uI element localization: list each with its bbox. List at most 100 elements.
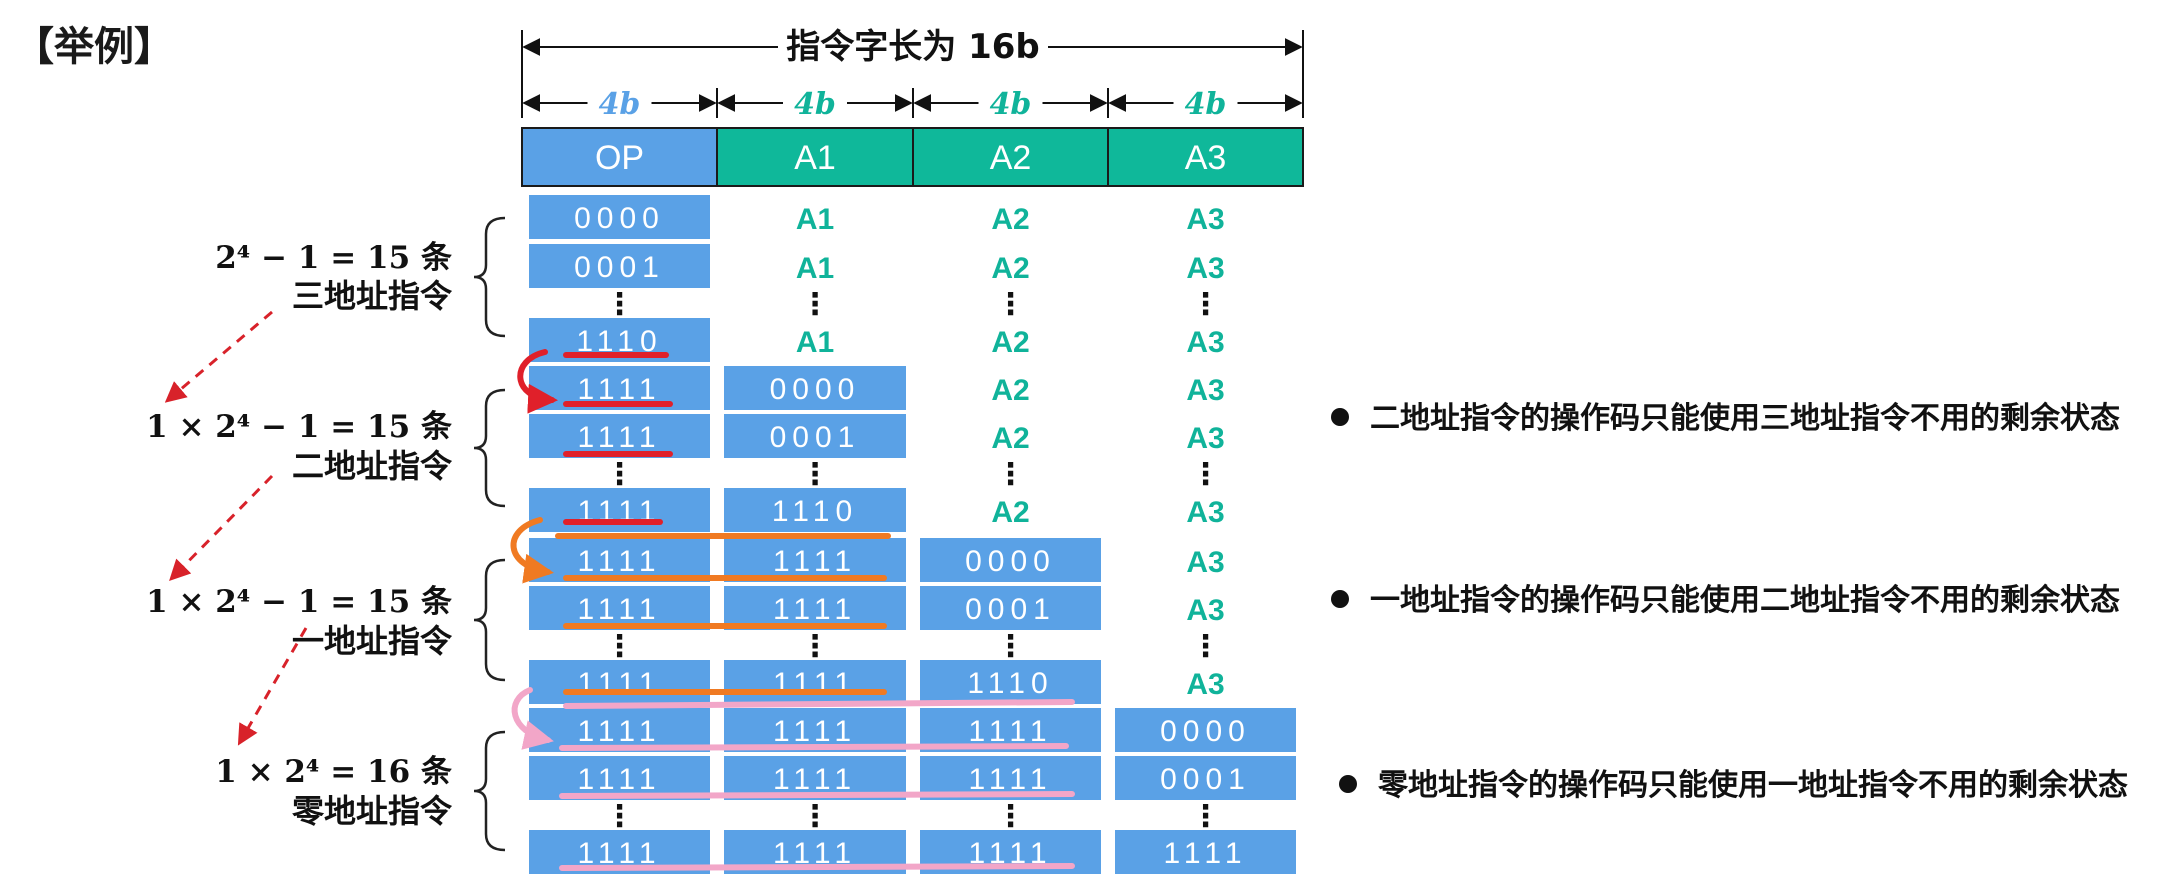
- code-cell: [1115, 708, 1296, 752]
- brace: [473, 730, 506, 852]
- address-label: A2: [991, 422, 1029, 455]
- note-item: 二地址指令的操作码只能使用三地址指令不用的剩余状态: [1331, 401, 2120, 436]
- code-value: 1111: [1163, 837, 1247, 870]
- vertical-ellipsis: ⋮: [800, 457, 830, 492]
- code-value: 1110: [772, 495, 858, 528]
- address-label: A2: [991, 203, 1029, 236]
- vertical-ellipsis: ⋮: [605, 457, 635, 492]
- vertical-ellipsis: ⋮: [1191, 799, 1221, 834]
- address-label: A2: [991, 496, 1029, 529]
- code-value: 1111: [577, 593, 661, 626]
- vertical-ellipsis: ⋮: [800, 629, 830, 664]
- code-cell: [724, 414, 906, 458]
- note-text: 二地址指令的操作码只能使用三地址指令不用的剩余状态: [1370, 401, 2120, 436]
- group-count: 1 × 2⁴ − 1 = 15 条: [146, 584, 452, 620]
- code-value: 1111: [577, 545, 661, 578]
- code-value: 1111: [773, 667, 857, 700]
- note-text: 零地址指令的操作码只能使用一地址指令不用的剩余状态: [1378, 768, 2128, 803]
- code-cell: [529, 195, 710, 239]
- bullet-icon: [1331, 408, 1349, 426]
- notes-list: 二地址指令的操作码只能使用三地址指令不用的剩余状态一地址指令的操作码只能使用二地…: [1331, 401, 2128, 803]
- code-value: 1111: [577, 421, 661, 454]
- word-length-label: 指令字长为 16b: [786, 27, 1040, 67]
- code-cell: [529, 538, 710, 582]
- address-label: A2: [991, 326, 1029, 359]
- code-cell: [724, 488, 906, 532]
- field-box-0: [521, 127, 718, 187]
- group-type: 二地址指令: [292, 447, 453, 485]
- code-value: 1111: [773, 715, 857, 748]
- code-cell: [920, 538, 1101, 582]
- code-value: 1111: [968, 715, 1052, 748]
- address-label: A3: [1186, 203, 1224, 236]
- word-length-indicator: 指令字长为 16b: [521, 27, 1304, 88]
- address-label: A1: [796, 252, 834, 285]
- vertical-ellipsis: ⋮: [605, 629, 635, 664]
- field-width-label: 4b: [794, 87, 836, 122]
- address-label: A3: [1186, 496, 1224, 529]
- field-width-label: 4b: [990, 87, 1032, 122]
- code-cell: [920, 660, 1101, 704]
- code-cell: [724, 538, 906, 582]
- group-type: 一地址指令: [292, 622, 453, 660]
- code-value: 1111: [577, 837, 661, 870]
- code-cell: [529, 414, 710, 458]
- code-value: 0001: [1160, 763, 1251, 796]
- code-value: 0001: [574, 251, 665, 284]
- address-label: A3: [1186, 668, 1224, 701]
- vertical-ellipsis: ⋮: [996, 799, 1026, 834]
- table-row: 1111 1111 1110 A3: [529, 660, 1225, 704]
- vertical-ellipsis: ⋮: [1191, 457, 1221, 492]
- group-count: 1 × 2⁴ − 1 = 15 条: [146, 409, 452, 445]
- example-heading: 【举例】: [14, 24, 174, 70]
- code-cell: [724, 660, 906, 704]
- code-cell: [1115, 756, 1296, 800]
- field-box-1: [716, 127, 914, 187]
- vertical-ellipsis: ⋮: [1191, 629, 1221, 664]
- code-value: 1111: [577, 715, 661, 748]
- field-box-2: [912, 127, 1109, 187]
- group-count: 1 × 2⁴ = 16 条: [215, 754, 452, 790]
- brace: [473, 216, 506, 338]
- brace: [473, 558, 506, 682]
- note-item: 一地址指令的操作码只能使用二地址指令不用的剩余状态: [1331, 583, 2120, 618]
- code-value: 1111: [773, 545, 857, 578]
- address-label: A3: [1186, 252, 1224, 285]
- table-row: ⋮⋮⋮⋮: [605, 287, 1221, 322]
- table-row: ⋮⋮⋮⋮: [605, 629, 1221, 664]
- group-count: 2⁴ − 1 = 15 条: [215, 240, 452, 276]
- field-label: A3: [1185, 139, 1227, 177]
- address-label: A2: [991, 252, 1029, 285]
- group-type: 三地址指令: [292, 277, 453, 315]
- address-label: A3: [1186, 546, 1224, 579]
- table-row: ⋮⋮⋮⋮: [605, 457, 1221, 492]
- address-label: A2: [991, 374, 1029, 407]
- bullet-icon: [1339, 775, 1357, 793]
- code-cell: [1115, 830, 1296, 874]
- address-label: A3: [1186, 594, 1224, 627]
- vertical-ellipsis: ⋮: [605, 799, 635, 834]
- field-width-label: 4b: [1185, 87, 1227, 122]
- code-value: 1111: [577, 667, 661, 700]
- field-width-label: 4b: [599, 87, 641, 122]
- code-value: 1110: [967, 667, 1053, 700]
- code-value: 0000: [770, 373, 861, 406]
- field-label: A1: [794, 139, 836, 177]
- code-value: 1111: [773, 593, 857, 626]
- code-value: 0001: [770, 421, 861, 454]
- code-cell: [920, 586, 1101, 630]
- note-item: 零地址指令的操作码只能使用一地址指令不用的剩余状态: [1339, 768, 2128, 803]
- address-label: A1: [796, 326, 834, 359]
- table-row: ⋮⋮⋮⋮: [605, 799, 1221, 834]
- code-cell: [724, 586, 906, 630]
- table-row: 0001 A1 A2 A3: [529, 244, 1225, 288]
- address-label: A3: [1186, 326, 1224, 359]
